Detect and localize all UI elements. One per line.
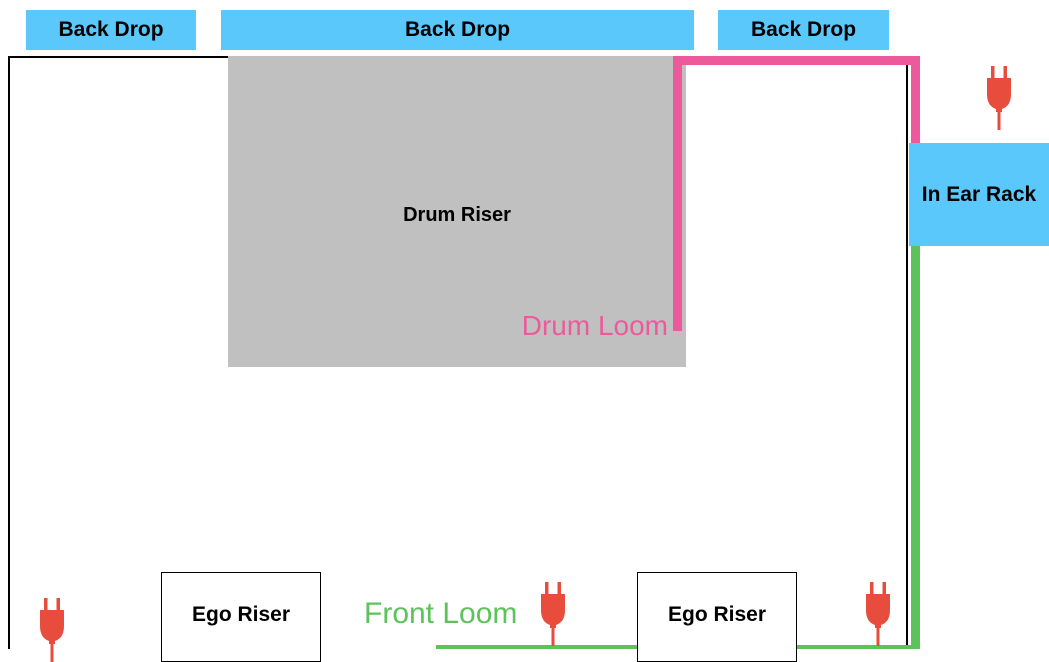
drum-loom-cable-vertical (673, 56, 682, 331)
power-plug-icon (866, 582, 890, 646)
drum-riser: Drum Riser (228, 56, 686, 367)
ego-riser-right: Ego Riser (637, 572, 797, 662)
ego-riser-left: Ego Riser (161, 572, 321, 662)
drum-loom-cable-drop (911, 56, 920, 146)
back-drop-left: Back Drop (26, 10, 196, 50)
power-plug-icon (40, 598, 64, 662)
back-drop-label: Back Drop (750, 18, 857, 41)
back-drop-right: Back Drop (718, 10, 889, 50)
ego-riser-label: Ego Riser (191, 603, 291, 626)
ego-riser-label: Ego Riser (667, 603, 767, 626)
front-loom-label: Front Loom (364, 597, 518, 630)
power-plug-icon (541, 582, 565, 646)
front-loom-cable-vertical (911, 246, 920, 649)
stage-edge-left (8, 56, 10, 649)
back-drop-label: Back Drop (404, 18, 511, 41)
stage-edge-right (906, 56, 908, 649)
drum-loom-label: Drum Loom (521, 310, 668, 341)
in-ear-rack-label: In Ear Rack (921, 182, 1037, 206)
drum-loom-cable-horizontal (673, 56, 920, 65)
drum-riser-label: Drum Riser (403, 204, 511, 226)
in-ear-rack: In Ear Rack (909, 143, 1049, 246)
power-plug-icon (987, 66, 1011, 130)
back-drop-label: Back Drop (58, 18, 164, 41)
back-drop-center: Back Drop (221, 10, 694, 50)
